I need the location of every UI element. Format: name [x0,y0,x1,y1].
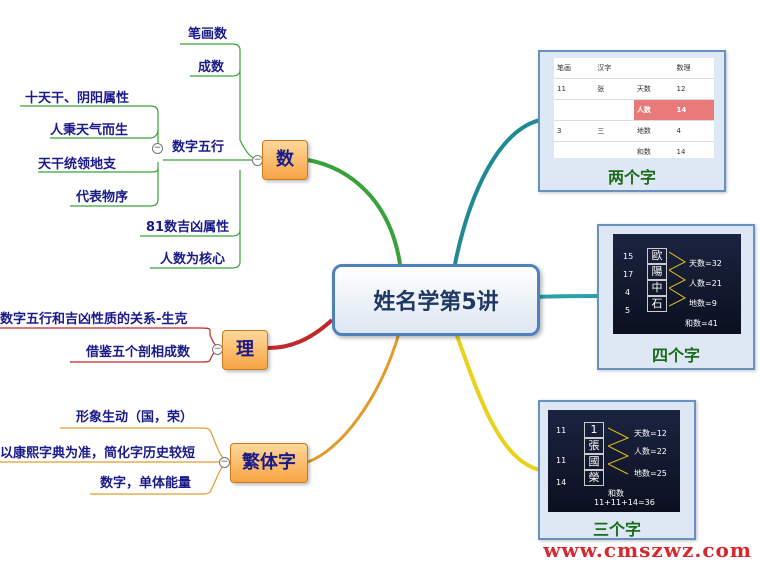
branch-node-shu[interactable]: 数 [262,140,308,180]
branch-node-li[interactable]: 理 [222,330,268,370]
three-chars-image: 11 11 14 1 張 國 榮 天数=12 人数=22 地数=25 和数 11… [548,410,680,512]
card-two-chars[interactable]: 笔画 汉字 数理 11 张 天数 12 人数 14 3 三 地数 4 [538,50,726,192]
connector-fanti [307,329,402,464]
two-chars-table-image: 笔画 汉字 数理 11 张 天数 12 人数 14 3 三 地数 4 [554,58,714,158]
label-fanti-2: 以康熙字典为准，简化字历史较短 [0,446,196,461]
label-fanti-3: 数字，单体能量 [100,476,192,491]
watermark: www.cmszwz.com [543,538,752,562]
four-chars-arrows [669,251,687,307]
label-bihuashu: 笔画数 [188,27,228,42]
connector-two-chars [453,118,541,265]
label-chengshu: 成数 [198,60,225,75]
collapse-wuxing-toggle[interactable]: − [152,143,163,154]
branch-node-fanti[interactable]: 繁体字 [230,443,308,483]
label-tiangan: 十天干、阴阳属性 [25,91,130,106]
label-renshu-core: 人数为核心 [160,252,226,267]
label-li-1: 数字五行和吉凶性质的关系-生克 [0,312,188,327]
connector-shu [307,158,402,265]
label-digit-wuxing: 数字五行 [172,140,225,155]
four-chars-image: 15 17 4 5 歐 陽 中 石 天数=32 人数=21 地数=9 和数=41 [613,234,741,334]
label-renbing: 人秉天气而生 [50,123,129,138]
label-daibiao: 代表物序 [76,190,129,205]
card-four-title: 四个字 [651,346,700,365]
collapse-fanti-toggle[interactable]: − [219,457,230,468]
label-tiangan-tonglin: 天干统领地支 [38,157,117,172]
label-li-2: 借鉴五个剖相成数 [86,345,191,360]
connector-four-chars [533,294,599,299]
card-two-title: 两个字 [607,168,656,187]
card-three-chars[interactable]: 11 11 14 1 張 國 榮 天数=12 人数=22 地数=25 和数 11… [538,400,696,540]
card-four-chars[interactable]: 15 17 4 5 歐 陽 中 石 天数=32 人数=21 地数=9 和数=41… [597,224,755,370]
label-fanti-1: 形象生动（国，荣） [76,410,194,425]
connector-li [267,318,334,350]
card-three-title: 三个字 [592,520,641,539]
label-81shu: 81数吉凶属性 [146,220,230,235]
connector-three-chars [453,329,541,472]
central-topic[interactable]: 姓名学第5讲 [332,264,540,336]
three-chars-arrows [608,427,630,475]
